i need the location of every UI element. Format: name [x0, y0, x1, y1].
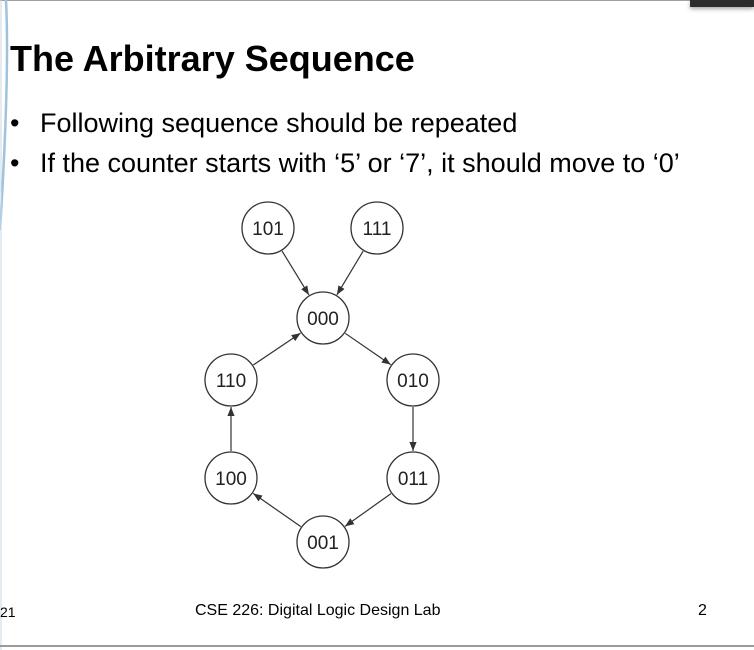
state-node-000: 000 — [296, 291, 350, 345]
edge-011-to-001 — [344, 493, 392, 527]
state-node-circle — [386, 451, 440, 505]
state-node-001: 001 — [296, 515, 350, 569]
state-node-circle — [386, 353, 440, 407]
state-node-111: 111 — [350, 201, 404, 255]
state-node-label: 000 — [307, 309, 339, 330]
footer-page-number: 2 — [698, 602, 707, 619]
edge-101-to-000 — [281, 250, 310, 296]
state-node-label: 110 — [216, 371, 246, 392]
bullet-text: If the counter starts with ‘5’ or ‘7’, i… — [40, 148, 680, 178]
state-node-011: 011 — [386, 451, 440, 505]
bullet-glyph: • — [10, 148, 20, 178]
state-node-circle — [204, 451, 258, 505]
edges-layer — [227, 250, 417, 528]
state-node-100: 100 — [204, 451, 258, 505]
state-node-label: 101 — [252, 219, 284, 240]
window-corner-bar — [690, 0, 754, 7]
state-node-label: 100 — [215, 469, 247, 490]
footer-slide-fragment: 21 — [0, 604, 16, 620]
bullet-text: Following sequence should be repeated — [40, 108, 518, 138]
decorative-left-curve — [0, 0, 9, 650]
edge-000-to-010 — [344, 332, 392, 366]
state-node-circle — [241, 201, 295, 255]
state-node-circle — [296, 515, 350, 569]
edge-111-to-000 — [336, 250, 364, 296]
edge-110-to-000 — [253, 332, 301, 366]
state-node-circle — [296, 291, 350, 345]
state-node-label: 001 — [307, 533, 339, 554]
state-node-010: 010 — [386, 353, 440, 407]
slide-top-border — [0, 0, 754, 1]
state-node-label: 011 — [398, 469, 428, 490]
state-node-110: 110 — [204, 353, 258, 407]
state-node-101: 101 — [241, 201, 295, 255]
state-node-label: 111 — [363, 219, 392, 240]
footer-course-title: CSE 226: Digital Logic Design Lab — [195, 602, 441, 619]
edge-001-to-100 — [252, 492, 302, 528]
slide-title: The Arbitrary Sequence — [10, 38, 415, 79]
state-node-label: 010 — [397, 371, 429, 392]
slide-bottom-border — [0, 645, 754, 647]
nodes-layer: 101 111 000 110 010 100 011 001 — [204, 201, 440, 569]
bullet-glyph: • — [10, 108, 20, 138]
state-node-circle — [350, 201, 404, 255]
state-node-circle — [204, 353, 258, 407]
